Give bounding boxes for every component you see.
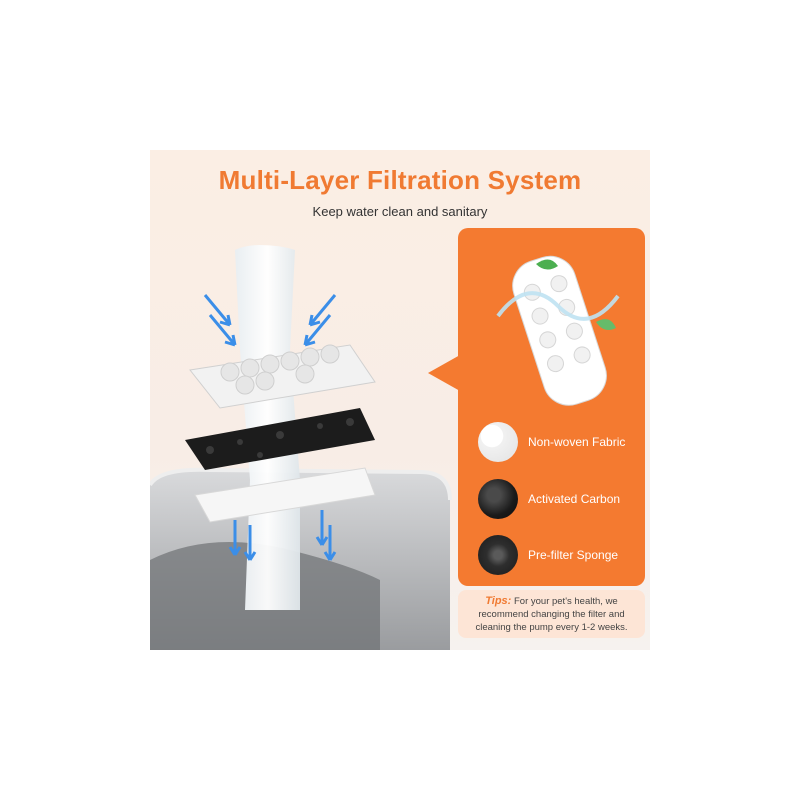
tips-label: Tips: (485, 595, 512, 607)
filter-cartridge-illustration (496, 255, 620, 406)
carbon-chunk-icon (478, 479, 518, 519)
sponge-layer (194, 467, 376, 523)
cartridge-body (512, 255, 607, 406)
flow-arrows (203, 294, 337, 561)
layer-item-non-woven-fabric: Non-woven Fabric (478, 422, 625, 462)
sponge-icon (478, 535, 518, 575)
filter-bumps (220, 344, 340, 395)
page-subtitle: Keep water clean and sanitary (312, 204, 488, 219)
leaf-icon-2 (596, 319, 616, 330)
filtration-illustration (150, 245, 452, 650)
cotton-balls-icon (478, 422, 518, 462)
leaf-icon (536, 259, 558, 270)
layer-label: Activated Carbon (528, 492, 621, 506)
layer-label: Non-woven Fabric (528, 435, 626, 449)
layer-item-activated-carbon: Activated Carbon (478, 479, 620, 519)
layer-item-pre-filter-sponge: Pre-filter Sponge (478, 535, 618, 575)
bowl-rim (150, 467, 452, 501)
page-title: Multi-Layer Filtration System (218, 165, 582, 195)
water-splash (496, 291, 620, 321)
tips-text: For your pet's health, we recommend chan… (475, 596, 628, 633)
carbon-grains (206, 418, 354, 458)
layer-label: Pre-filter Sponge (528, 548, 619, 562)
tips-box: Tips: For your pet's health, we recommen… (458, 590, 645, 638)
callout-pointer (428, 355, 460, 391)
